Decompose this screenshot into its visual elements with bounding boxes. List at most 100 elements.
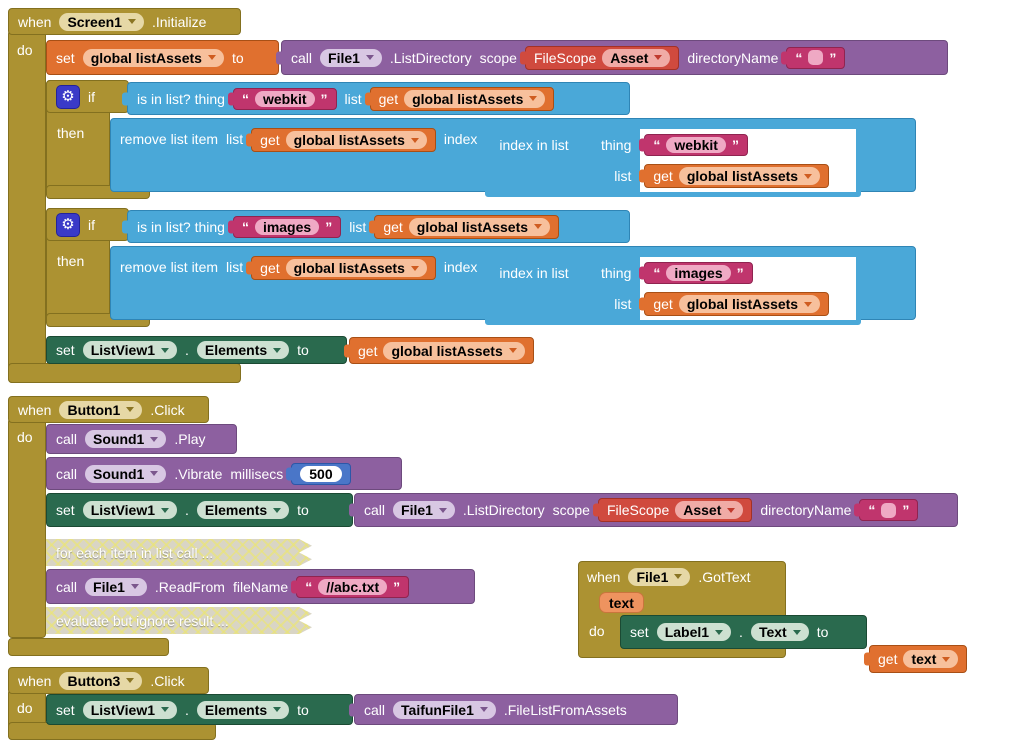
- set-label: set: [56, 49, 75, 66]
- call-taifunfile-block[interactable]: call TaifunFile1 .FileListFromAssets: [354, 694, 678, 725]
- close-quote: ”: [393, 578, 401, 595]
- component-dropdown[interactable]: File1: [320, 48, 382, 67]
- component-dropdown[interactable]: ListView1: [82, 501, 178, 519]
- variable-dropdown[interactable]: global listAssets: [285, 259, 427, 277]
- component-dropdown[interactable]: Sound1: [85, 430, 167, 448]
- string-field[interactable]: [808, 50, 824, 65]
- empty-string-block[interactable]: “ ”: [859, 499, 919, 521]
- component-dropdown[interactable]: File1: [85, 577, 147, 596]
- string-block[interactable]: “ images ”: [644, 261, 753, 284]
- mutator-gear-icon[interactable]: ⚙: [56, 212, 80, 237]
- component-dropdown[interactable]: File1: [628, 567, 691, 586]
- filescope-block[interactable]: FileScope Asset: [524, 45, 680, 70]
- do-label: do: [589, 623, 605, 639]
- get-variable-block[interactable]: get global listAssets: [644, 292, 830, 317]
- call-listdirectory-block[interactable]: call File1 .ListDirectory scope FileScop…: [354, 493, 958, 527]
- variable-dropdown[interactable]: global listAssets: [383, 341, 525, 360]
- if-block-header[interactable]: ⚙ if: [46, 80, 129, 113]
- event-block-header[interactable]: when Screen1 .Initialize: [8, 8, 241, 35]
- collapsed-evaluate-block[interactable]: evaluate but ignore result ...: [46, 607, 312, 634]
- event-block-header[interactable]: when Button3 .Click: [8, 667, 209, 694]
- number-field[interactable]: 500: [300, 465, 342, 482]
- variable-dropdown[interactable]: global listAssets: [404, 89, 546, 108]
- variable-dropdown[interactable]: global listAssets: [82, 48, 224, 67]
- mutator-gear-icon[interactable]: ⚙: [56, 84, 80, 109]
- filescope-dropdown[interactable]: Asset: [602, 48, 671, 67]
- component-dropdown[interactable]: TaifunFile1: [393, 700, 496, 719]
- variable-dropdown[interactable]: global listAssets: [678, 295, 821, 314]
- string-field[interactable]: webkit: [254, 90, 315, 107]
- do-label: do: [17, 700, 33, 716]
- string-field[interactable]: images: [254, 218, 320, 235]
- property-dropdown[interactable]: Elements: [196, 700, 290, 719]
- component-dropdown[interactable]: Label1: [656, 623, 732, 641]
- remove-list-item-block[interactable]: remove list item list get global listAss…: [110, 118, 916, 197]
- collapsed-foreach-block[interactable]: for each item in list call ...: [46, 539, 312, 566]
- string-block[interactable]: “ //abc.txt ”: [296, 575, 410, 598]
- get-variable-block[interactable]: get global listAssets: [644, 164, 830, 189]
- property-dropdown[interactable]: Elements: [196, 501, 290, 519]
- set-variable-block[interactable]: set global listAssets to: [46, 40, 279, 75]
- get-variable-block[interactable]: get global listAssets: [251, 128, 436, 152]
- string-block[interactable]: “ webkit ”: [644, 133, 748, 156]
- variable-dropdown[interactable]: global listAssets: [408, 217, 551, 236]
- call-listdirectory-block[interactable]: call File1 .ListDirectory scope FileScop…: [281, 40, 948, 75]
- empty-string-block[interactable]: “ ”: [786, 46, 846, 69]
- call-readfrom-block[interactable]: call File1 .ReadFrom fileName “ //abc.tx…: [46, 569, 475, 604]
- get-variable-block[interactable]: get global listAssets: [369, 86, 555, 111]
- property-dropdown[interactable]: Elements: [196, 341, 290, 359]
- is-in-list-block[interactable]: is in list? thing “ webkit ” list get gl…: [127, 82, 630, 115]
- component-dropdown[interactable]: ListView1: [82, 341, 178, 359]
- list-label: list: [226, 131, 244, 147]
- variable-name: text: [911, 651, 937, 667]
- get-label: get: [358, 342, 378, 359]
- chevron-down-icon: [804, 173, 813, 179]
- string-field[interactable]: webkit: [666, 136, 726, 153]
- remove-list-item-block[interactable]: remove list item list get global listAss…: [110, 246, 916, 325]
- set-property-block[interactable]: set ListView1 . Elements to: [46, 336, 347, 364]
- get-variable-block[interactable]: get text: [869, 645, 968, 673]
- call-sound-vibrate-block[interactable]: call Sound1 .Vibrate millisecs 500: [46, 457, 402, 490]
- set-property-block[interactable]: set ListView1 . Elements to: [46, 694, 353, 725]
- if-block-header[interactable]: ⚙ if: [46, 208, 129, 241]
- call-sound-play-block[interactable]: call Sound1 .Play: [46, 424, 237, 454]
- string-block[interactable]: “ webkit ”: [232, 87, 337, 110]
- filescope-block[interactable]: FileScope Asset: [597, 498, 753, 522]
- component-dropdown[interactable]: ListView1: [82, 700, 178, 719]
- set-property-block[interactable]: set ListView1 . Elements to: [46, 493, 353, 527]
- string-block[interactable]: “ images ”: [232, 215, 342, 238]
- chevron-down-icon: [410, 137, 419, 143]
- string-field[interactable]: images: [666, 264, 731, 281]
- number-block[interactable]: 500: [291, 462, 351, 485]
- set-property-block[interactable]: set Label1 . Text to: [620, 615, 867, 649]
- component-dropdown[interactable]: Screen1: [59, 12, 144, 31]
- event-block-header[interactable]: when Button1 .Click: [8, 396, 209, 423]
- component-dropdown[interactable]: Button3: [59, 671, 143, 690]
- event-block-spine[interactable]: [8, 418, 46, 638]
- variable-dropdown[interactable]: global listAssets: [285, 131, 427, 149]
- component-dropdown[interactable]: File1: [393, 501, 455, 519]
- call-label: call: [56, 578, 78, 595]
- property-dropdown[interactable]: Text: [750, 623, 809, 641]
- variable-dropdown[interactable]: global listAssets: [678, 167, 821, 186]
- component-name: ListView1: [90, 701, 156, 718]
- string-field[interactable]: //abc.txt: [318, 578, 388, 595]
- get-variable-block[interactable]: get global listAssets: [251, 256, 436, 280]
- event-block-foot: [8, 638, 169, 656]
- string-field[interactable]: [881, 502, 897, 518]
- event-block-header[interactable]: when File1 .GotText: [578, 563, 786, 590]
- when-screen1-initialize-block[interactable]: when Screen1 .Initialize do set global l…: [0, 0, 1035, 383]
- get-variable-block[interactable]: get global listAssets: [374, 214, 560, 239]
- filescope-dropdown[interactable]: Asset: [675, 501, 744, 519]
- chevron-down-icon: [534, 224, 543, 229]
- event-param-text[interactable]: text: [599, 592, 644, 613]
- when-file1-gottext-block[interactable]: when File1 .GotText text do set Label1 .…: [0, 27, 1035, 673]
- component-dropdown[interactable]: Sound1: [85, 464, 167, 483]
- get-variable-block[interactable]: get global listAssets: [349, 337, 534, 364]
- event-block-spine[interactable]: [8, 30, 46, 383]
- is-in-list-block[interactable]: is in list? thing “ images ” list get gl…: [127, 210, 630, 243]
- variable-dropdown[interactable]: text: [903, 650, 959, 668]
- component-dropdown[interactable]: Button1: [59, 400, 143, 419]
